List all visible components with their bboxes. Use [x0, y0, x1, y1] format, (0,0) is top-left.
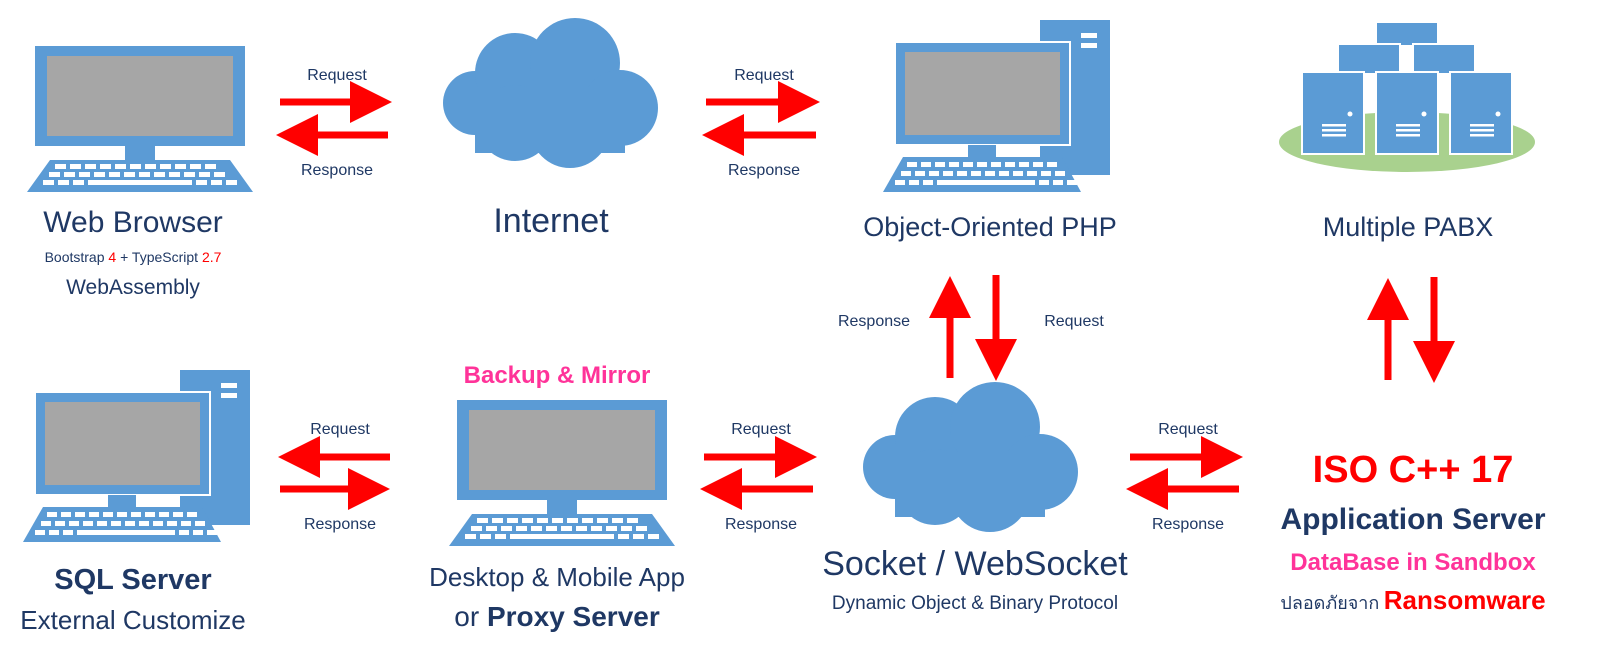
response-label: Response	[303, 516, 377, 533]
web-browser-stack: Bootstrap 4 + TypeScript 2.7	[44, 249, 222, 265]
request-label: Request	[731, 421, 791, 438]
sql-server-subtitle: External Customize	[20, 605, 246, 635]
iso-cpp-label: ISO C++ 17	[1312, 449, 1514, 491]
web-browser-laptop-icon	[27, 46, 253, 192]
sql-server-desktop-icon	[22, 369, 251, 543]
request-label: Request	[734, 67, 794, 84]
webassembly-label: WebAssembly	[66, 276, 200, 299]
pabx-servers-icon	[1279, 21, 1535, 172]
backup-mirror-badge: Backup & Mirror	[463, 362, 651, 389]
request-label: Request	[310, 421, 370, 438]
response-label: Response	[300, 162, 374, 179]
php-server-desktop-icon	[882, 19, 1111, 193]
socket-title: Socket / WebSocket	[822, 545, 1128, 583]
response-label: Response	[727, 162, 801, 179]
request-label: Request	[1158, 421, 1218, 438]
ransomware-line: ปลอดภัยจาก Ransomware	[1280, 585, 1546, 615]
desktop-app-title: Desktop & Mobile App	[429, 562, 685, 592]
app-server-title: Application Server	[1280, 503, 1546, 536]
web-browser-title: Web Browser	[43, 206, 223, 239]
php-title: Object-Oriented PHP	[863, 212, 1117, 242]
database-sandbox-label: DataBase in Sandbox	[1290, 549, 1536, 576]
socket-subtitle: Dynamic Object & Binary Protocol	[831, 593, 1119, 614]
request-label: Request	[307, 67, 367, 84]
socket-cloud-icon	[863, 382, 1078, 532]
response-label: Response	[724, 516, 798, 533]
response-label: Response	[837, 313, 911, 330]
internet-cloud-icon	[443, 18, 658, 168]
response-label: Response	[1151, 516, 1225, 533]
request-label: Request	[1044, 313, 1104, 330]
pabx-title: Multiple PABX	[1322, 212, 1494, 242]
internet-title: Internet	[493, 202, 609, 240]
proxy-server-line: or Proxy Server	[454, 601, 660, 632]
sql-server-title: SQL Server	[54, 564, 212, 596]
desktop-app-laptop-icon	[449, 400, 675, 546]
